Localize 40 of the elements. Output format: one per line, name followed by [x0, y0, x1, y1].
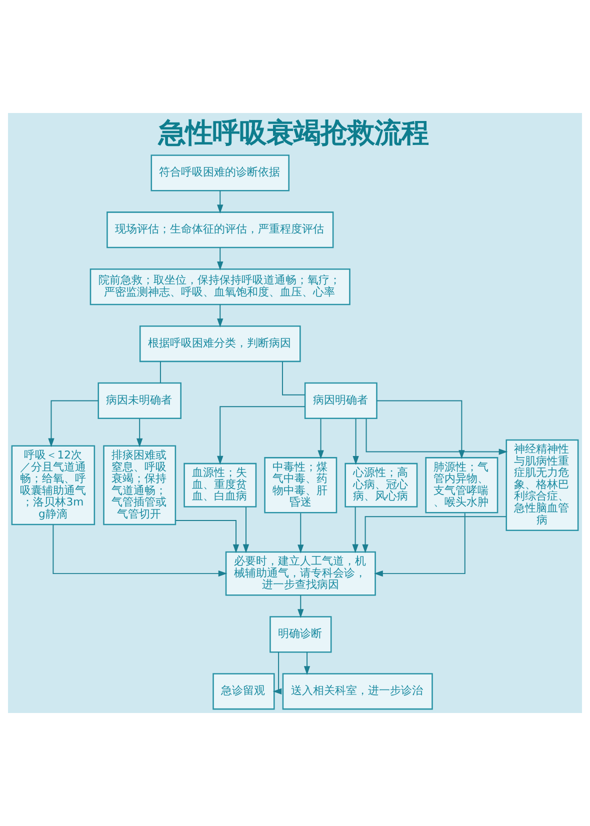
arrow [366, 418, 508, 455]
arrow [52, 524, 228, 577]
arrow [242, 506, 250, 554]
arrow [352, 418, 359, 465]
arrow [48, 400, 99, 448]
arrow [304, 652, 310, 675]
arrow [298, 512, 304, 554]
arrow [217, 190, 224, 214]
node-box: 送入相关科室，进一步诊治 [282, 673, 433, 710]
arrow [374, 512, 466, 577]
arrow [175, 520, 240, 554]
arrow [272, 652, 282, 694]
node-box: 血源性；失血、重度贫血、白血病 [184, 462, 257, 508]
node-box: 神经精神性与肌病性重症肌无力危象、格林巴利综合症、急性脑血管病 [506, 439, 579, 531]
arrow [217, 304, 224, 328]
node-box: 心源性；高心病、冠心病、风心病 [344, 462, 418, 508]
diagram-title: 急性呼吸衰竭抢救流程 [158, 116, 428, 149]
node-box: 现场评估；生命体征的评估，严重程度评估 [106, 212, 334, 248]
node-box: 排痰困难或窒息、呼吸衰竭；保持气道通畅；气管插管或气管切开 [103, 445, 176, 526]
arrow [298, 594, 304, 618]
connector [282, 361, 306, 396]
arrow [136, 418, 143, 448]
node-box: 根据呼吸困难分类，判断病因 [139, 325, 301, 362]
node-box: 院前急救；取坐位，保持保持呼吸道通畅；氧疗；严密监测神志、呼吸、血氧饱和度、血压、心率 [90, 268, 350, 306]
node-box: 必要时，建立人工气道，机械辅助通气，请专科会诊，进一步查找病因 [225, 551, 376, 596]
node-box: 中毒性；煤气中毒、药物中毒、肝昏迷 [264, 457, 338, 514]
node-box: 明确诊断 [270, 616, 332, 653]
arrow [376, 400, 465, 459]
arrow [217, 247, 224, 270]
node-box: 病因明确者 [304, 382, 378, 420]
node-box: 急诊留观 [212, 673, 275, 710]
arrow [362, 516, 506, 554]
node-box: 病因未明确者 [98, 382, 182, 420]
connector [160, 360, 161, 384]
node-box: 肺源性；气管内异物、支气管哮喘、喉头水肿 [425, 457, 498, 514]
arrow [217, 406, 306, 465]
node-box: 呼吸＜12次／分且气道通畅；给氧、呼吸囊辅助通气；洛贝林3mg静滴 [11, 445, 96, 526]
node-box: 符合呼吸困难的诊断依据 [150, 154, 290, 192]
arrow [318, 418, 324, 460]
arrow [352, 506, 358, 554]
